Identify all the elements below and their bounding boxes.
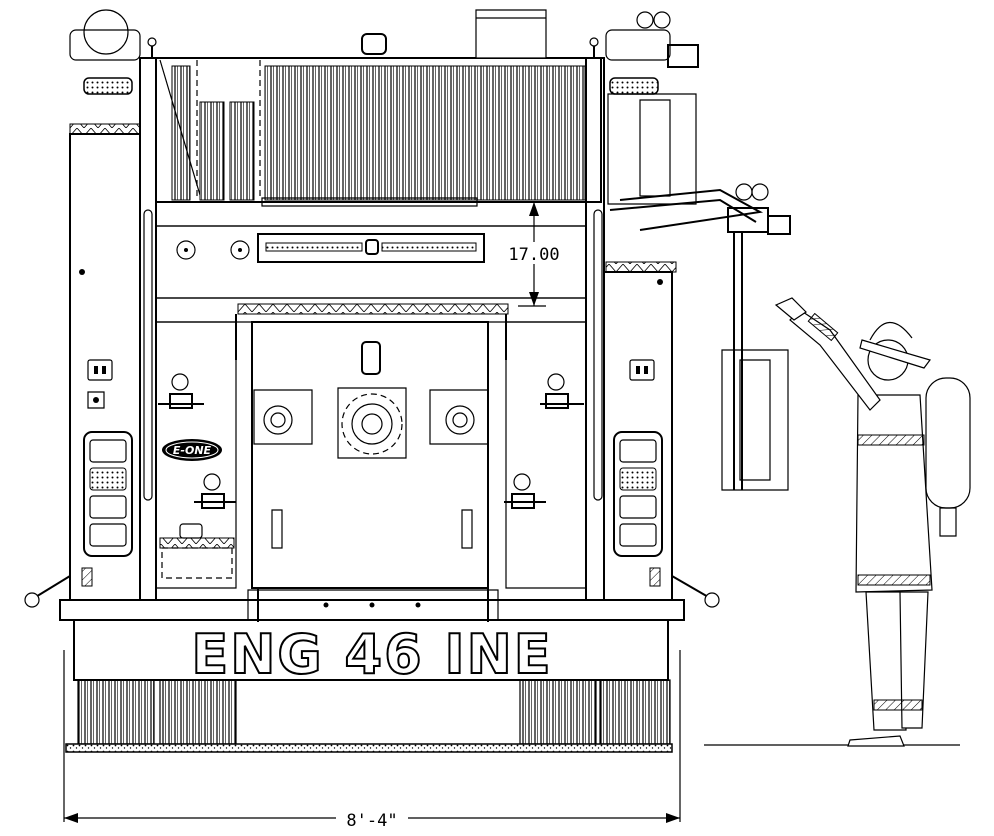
wheels xyxy=(66,680,672,752)
ladder-rack xyxy=(608,94,790,490)
left-column xyxy=(25,58,156,607)
width-dimension: 8'-4" xyxy=(64,650,680,831)
upper-compartment xyxy=(70,10,698,206)
firefighter-figure xyxy=(704,298,970,746)
height-dimension: 17.00 xyxy=(500,202,568,306)
right-column xyxy=(586,58,719,607)
plate-text: ENG 46 INE xyxy=(191,623,552,686)
width-dimension-label: 8'-4" xyxy=(346,811,397,831)
pump-panel: E-ONE xyxy=(156,304,586,588)
height-dimension-label: 17.00 xyxy=(508,245,559,265)
rear-bumper xyxy=(60,588,684,680)
e-one-logo: E-ONE xyxy=(173,444,212,457)
